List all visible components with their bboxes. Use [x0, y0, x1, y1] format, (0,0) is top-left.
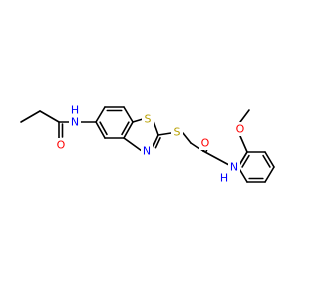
- atom-label-o-amide-right: O: [201, 137, 210, 150]
- bond-31: [262, 154, 271, 168]
- bond-10: [123, 121, 134, 139]
- bond-30: [264, 151, 275, 168]
- atom-label-n-amide-left: N: [71, 116, 79, 129]
- atom-h-amide-right: H: [218, 171, 230, 185]
- atom-o-amide-left: O: [55, 138, 67, 152]
- atom-o-amide-right: O: [199, 136, 211, 150]
- atom-label-h-amide-left: H: [71, 104, 79, 117]
- atom-n-amide-left: N: [69, 115, 81, 129]
- bond-13: [95, 121, 106, 139]
- bond-18: [154, 137, 161, 149]
- molecule-structure: O N H S N S O: [20, 103, 275, 185]
- atom-n-amide-right: N: [228, 160, 240, 174]
- atom-label-h-amide-right: H: [220, 172, 228, 185]
- atom-label-o-amide-left: O: [57, 139, 66, 152]
- atom-s-thioether: S: [171, 125, 183, 139]
- bond-11: [121, 121, 130, 136]
- bond-9: [123, 106, 134, 123]
- bond-38: [239, 135, 248, 153]
- bond-1: [39, 110, 60, 123]
- atom-label-n-thiazole: N: [143, 145, 151, 158]
- molecule-diagram: O N H S N S O: [20, 103, 275, 185]
- atom-label-o-methoxy: O: [236, 123, 245, 136]
- atom-h-amide-left: H: [69, 103, 81, 117]
- bond-14: [99, 121, 108, 136]
- atom-label-layer: O N H S N S O: [55, 103, 246, 185]
- bond-21: [182, 132, 192, 144]
- atom-label-s-thioether: S: [174, 126, 181, 139]
- bond-27: [202, 150, 230, 166]
- atom-o-methoxy: O: [234, 122, 246, 136]
- bond-32: [264, 166, 275, 183]
- bond-20: [157, 132, 172, 136]
- atom-label-n-amide-right: N: [230, 161, 238, 174]
- bond-19: [123, 137, 143, 152]
- bond-37: [241, 154, 250, 168]
- bond-0: [20, 110, 41, 123]
- atom-label-s-thiazole: S: [145, 113, 152, 126]
- atom-s-thiazole: S: [142, 112, 154, 126]
- atom-n-thiazole: N: [141, 144, 153, 158]
- bond-15: [132, 118, 144, 123]
- bond-6: [95, 106, 106, 123]
- bond-39: [239, 109, 250, 123]
